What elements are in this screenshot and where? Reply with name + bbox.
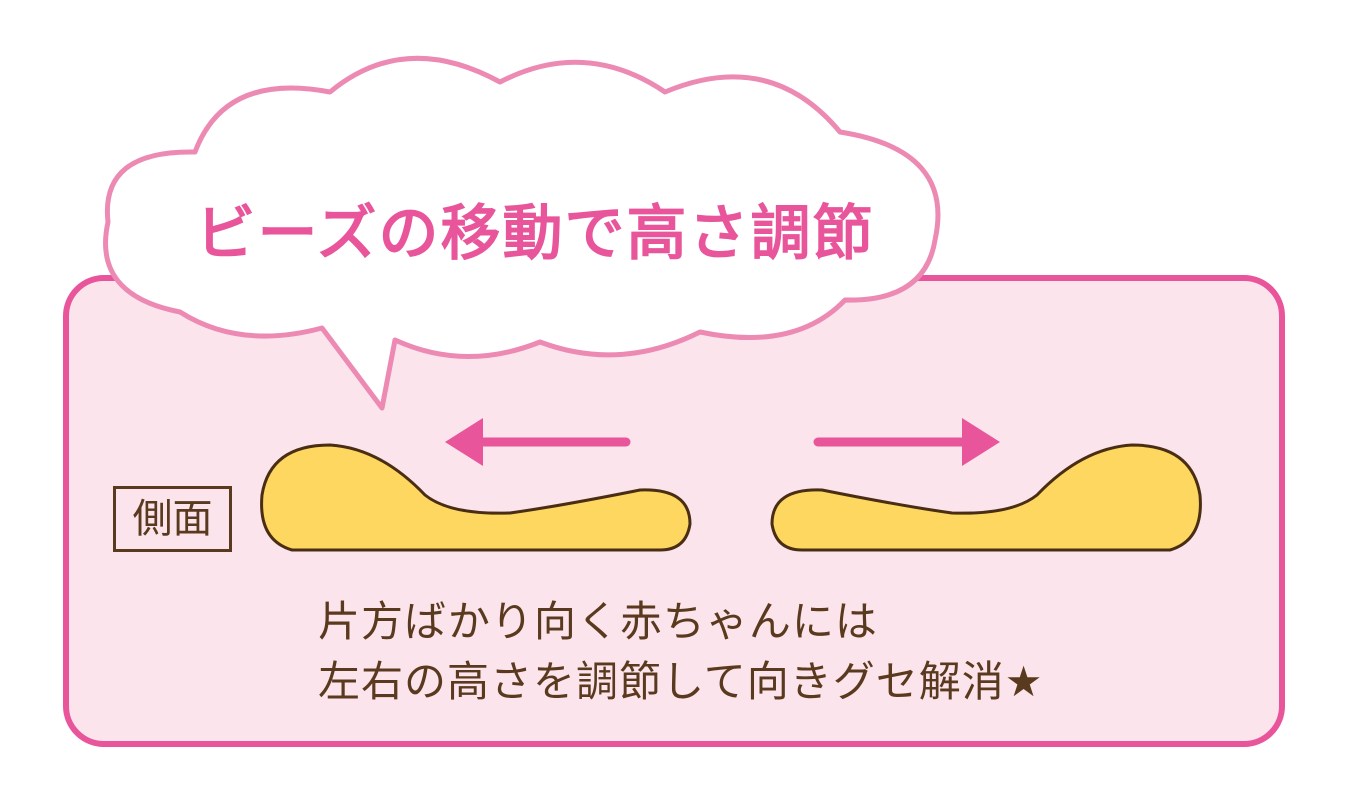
arrow-right-icon bbox=[813, 418, 1000, 466]
description-line-2: 左右の高さを調節して向きグセ解消★ bbox=[318, 657, 1044, 706]
arrow-left-icon bbox=[445, 418, 631, 466]
description-line-1: 片方ばかり向く赤ちゃんには bbox=[318, 597, 878, 646]
pillow-left-high bbox=[260, 443, 692, 552]
cloud-title: ビーズの移動で高さ調節 bbox=[195, 199, 875, 269]
speech-cloud bbox=[103, 55, 941, 411]
side-view-label: 側面 bbox=[113, 486, 232, 552]
pillow-right-high bbox=[770, 443, 1202, 552]
